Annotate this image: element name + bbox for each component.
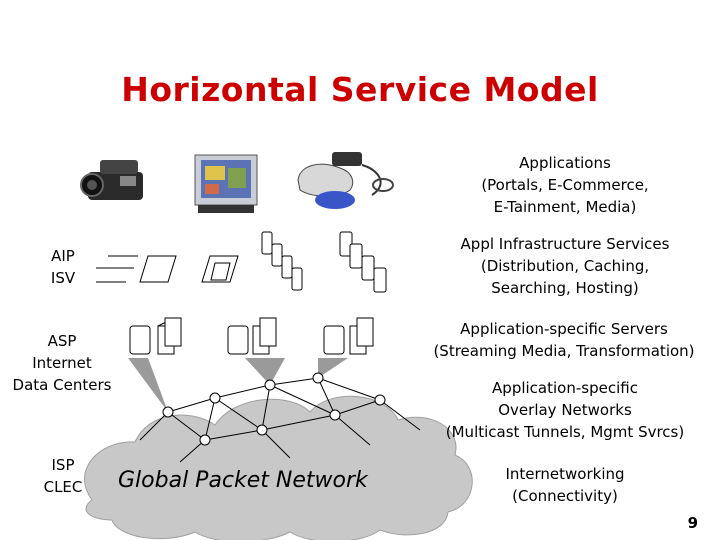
network-mesh — [139, 372, 421, 463]
global-packet-network-cloud — [84, 395, 473, 540]
server-icon — [281, 255, 293, 279]
slide-title: Horizontal Service Model — [121, 70, 599, 109]
document-icon — [139, 255, 177, 283]
internetworking-label: Internetworking (Connectivity) — [505, 465, 625, 505]
overlay-label: Application-specific Overlay Networks (M… — [445, 379, 685, 441]
server-icon — [349, 243, 363, 269]
aip-isv-symbols — [96, 255, 239, 283]
asp-label: ASP Internet Data Centers — [12, 332, 112, 394]
aip-isv-label: AIP ISV — [50, 247, 76, 287]
monitor-icon — [194, 154, 258, 213]
server-icon — [261, 231, 273, 255]
infra-servers — [261, 231, 387, 293]
camcorder-icon — [80, 160, 143, 200]
cone-right — [318, 358, 348, 378]
app-servers — [129, 317, 374, 355]
app-servers-label: Application-specific Servers (Streaming … — [433, 320, 695, 360]
server-icon — [271, 243, 283, 267]
server-icon — [373, 267, 387, 293]
isp-clec-label: ISP CLEC — [43, 456, 83, 496]
global-packet-network-label: Global Packet Network — [118, 468, 368, 493]
appl-infra-label: Appl Infrastructure Services (Distributi… — [460, 235, 670, 297]
page-number: 9 — [687, 514, 698, 532]
server-icon — [291, 267, 303, 291]
server-icon — [361, 255, 375, 281]
cone-left — [128, 358, 168, 412]
applications-label: Applications (Portals, E-Commerce, E-Tai… — [481, 154, 649, 216]
cone-middle — [245, 358, 285, 385]
headset-device-icon — [297, 152, 394, 209]
